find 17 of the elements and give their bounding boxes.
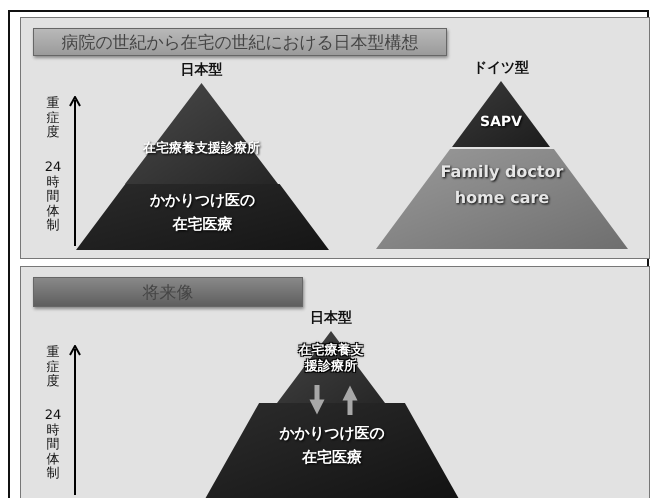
pyramid-tier xyxy=(376,149,628,249)
axis-label: 重症度 xyxy=(46,346,60,390)
heading-banner: 病院の世紀から在宅の世紀における日本型構想 xyxy=(33,28,447,56)
pyramid-title: 日本型 xyxy=(180,61,224,79)
heading-banner: 将来像 xyxy=(33,277,303,307)
axis-label: 24時間体制 xyxy=(44,161,62,234)
axis-label: 24時間体制 xyxy=(44,409,62,482)
pyramid-tier xyxy=(76,184,329,250)
tier-label: SAPV xyxy=(478,113,523,132)
pyramid-title: 日本型 xyxy=(309,309,353,327)
tier-label: Family doctor home care xyxy=(440,161,564,209)
panel xyxy=(20,17,650,259)
pyramid-title: ドイツ型 xyxy=(472,59,530,77)
axis-label: 重症度 xyxy=(46,97,60,141)
tier-label: かかりつけ医の在宅医療 xyxy=(278,423,386,468)
panel xyxy=(20,266,650,498)
tier-label: かかりつけ医の在宅医療 xyxy=(149,190,256,235)
